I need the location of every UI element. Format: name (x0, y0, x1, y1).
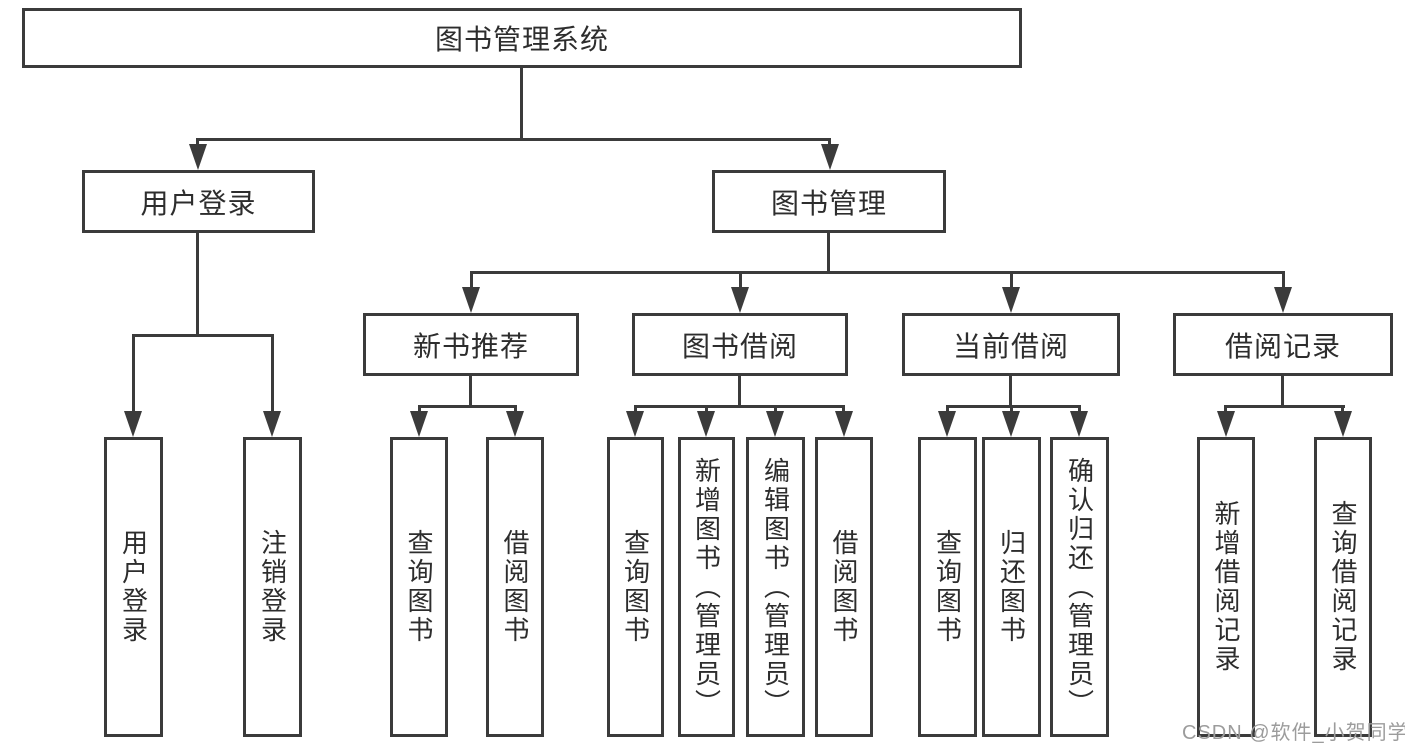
node-current-borrow-label: 当前借阅 (952, 330, 1069, 362)
watermark: CSDN @软件_小贺同学 (1182, 722, 1405, 744)
connector-bookborrow-rail (634, 405, 845, 408)
node-book-borrow-label: 图书借阅 (681, 330, 798, 362)
leaf-query-books-newbook-label: 查询图书 (404, 529, 434, 645)
connector-stem (470, 271, 473, 289)
connector-stem (1010, 405, 1013, 415)
leaf-return-books-label: 归还图书 (996, 529, 1027, 645)
connector-stem (1224, 405, 1227, 415)
arrowhead-icon (1070, 411, 1088, 437)
arrowhead-icon (124, 411, 142, 437)
node-root-label: 图书管理系统 (434, 24, 609, 55)
leaf-user-login-label: 用户登录 (118, 529, 149, 645)
leaf-confirm-return-admin: 确认归还（管理员） (1050, 437, 1109, 737)
connector-userlogin-drop (196, 233, 199, 337)
connector-stem (946, 405, 949, 415)
leaf-logout-label: 注销登录 (257, 529, 288, 645)
leaf-user-login: 用户登录 (104, 437, 163, 737)
arrowhead-icon (731, 287, 749, 313)
connector-newbook-drop (469, 376, 472, 407)
arrowhead-icon (462, 287, 480, 313)
node-new-book-recommend: 新书推荐 (363, 313, 579, 376)
arrowhead-icon (938, 411, 956, 437)
node-new-book-recommend-label: 新书推荐 (412, 330, 529, 362)
connector-root-rail (197, 138, 831, 141)
arrowhead-icon (1334, 411, 1352, 437)
node-user-login: 用户登录 (82, 170, 315, 233)
arrowhead-icon (626, 411, 644, 437)
connector-borrowrecords-drop (1281, 376, 1284, 407)
connector-newbook-rail (418, 405, 517, 408)
node-borrow-records: 借阅记录 (1173, 313, 1393, 376)
connector-stem (634, 405, 637, 415)
leaf-add-borrow-record: 新增借阅记录 (1197, 437, 1255, 737)
connector-stem (1341, 405, 1344, 415)
leaf-borrow-books-newbook: 借阅图书 (486, 437, 544, 737)
connector-stem (418, 405, 421, 415)
arrowhead-icon (189, 144, 207, 170)
connector-bookborrow-drop (738, 376, 741, 407)
connector-stem (132, 334, 135, 415)
arrowhead-icon (410, 411, 428, 437)
connector-stem (739, 271, 742, 289)
arrowhead-icon (263, 411, 281, 437)
node-book-management: 图书管理 (712, 170, 946, 233)
leaf-query-books-newbook: 查询图书 (390, 437, 448, 737)
leaf-borrow-books: 借阅图书 (815, 437, 873, 737)
connector-stem (514, 405, 517, 415)
connector-userlogin-rail (132, 334, 274, 337)
leaf-query-books-current: 查询图书 (918, 437, 977, 737)
connector-stem (1010, 271, 1013, 289)
arrowhead-icon (506, 411, 524, 437)
connector-stem (271, 334, 274, 415)
leaf-return-books: 归还图书 (982, 437, 1041, 737)
arrowhead-icon (821, 144, 839, 170)
leaf-add-books-admin-label: 新增图书（管理员） (691, 456, 722, 718)
leaf-logout: 注销登录 (243, 437, 302, 737)
connector-stem (774, 405, 777, 415)
leaf-edit-books-admin: 编辑图书（管理员） (746, 437, 805, 737)
leaf-query-borrow-record-label: 查询借阅记录 (1328, 500, 1358, 674)
node-user-login-label: 用户登录 (140, 187, 257, 219)
connector-currentborrow-rail (946, 405, 1081, 408)
leaf-borrow-books-newbook-label: 借阅图书 (500, 529, 530, 645)
connector-stem (842, 405, 845, 415)
arrowhead-icon (1217, 411, 1235, 437)
arrowhead-icon (1002, 411, 1020, 437)
node-book-borrow: 图书借阅 (632, 313, 848, 376)
arrowhead-icon (697, 411, 715, 437)
leaf-edit-books-admin-label: 编辑图书（管理员） (760, 456, 791, 718)
connector-stem (1078, 405, 1081, 415)
node-book-management-label: 图书管理 (770, 187, 887, 219)
connector-root-drop (520, 68, 523, 140)
leaf-borrow-books-label: 借阅图书 (829, 529, 859, 645)
connector-stem (705, 405, 708, 415)
connector-bookmgmt-rail (470, 271, 1284, 274)
connector-borrowrecords-rail (1224, 405, 1345, 408)
leaf-confirm-return-admin-label: 确认归还（管理员） (1064, 456, 1095, 718)
node-root: 图书管理系统 (22, 8, 1022, 68)
leaf-add-borrow-record-label: 新增借阅记录 (1211, 500, 1241, 674)
arrowhead-icon (1002, 287, 1020, 313)
leaf-query-borrow-record: 查询借阅记录 (1314, 437, 1372, 737)
node-borrow-records-label: 借阅记录 (1224, 330, 1341, 362)
arrowhead-icon (1274, 287, 1292, 313)
connector-currentborrow-drop (1009, 376, 1012, 407)
arrowhead-icon (835, 411, 853, 437)
node-current-borrow: 当前借阅 (902, 313, 1120, 376)
leaf-add-books-admin: 新增图书（管理员） (678, 437, 735, 737)
arrowhead-icon (766, 411, 784, 437)
connector-stem (1282, 271, 1285, 289)
leaf-query-books-borrow-label: 查询图书 (620, 529, 651, 645)
leaf-query-books-borrow: 查询图书 (607, 437, 664, 737)
leaf-query-books-current-label: 查询图书 (932, 529, 963, 645)
connector-bookmgmt-drop (827, 233, 830, 273)
